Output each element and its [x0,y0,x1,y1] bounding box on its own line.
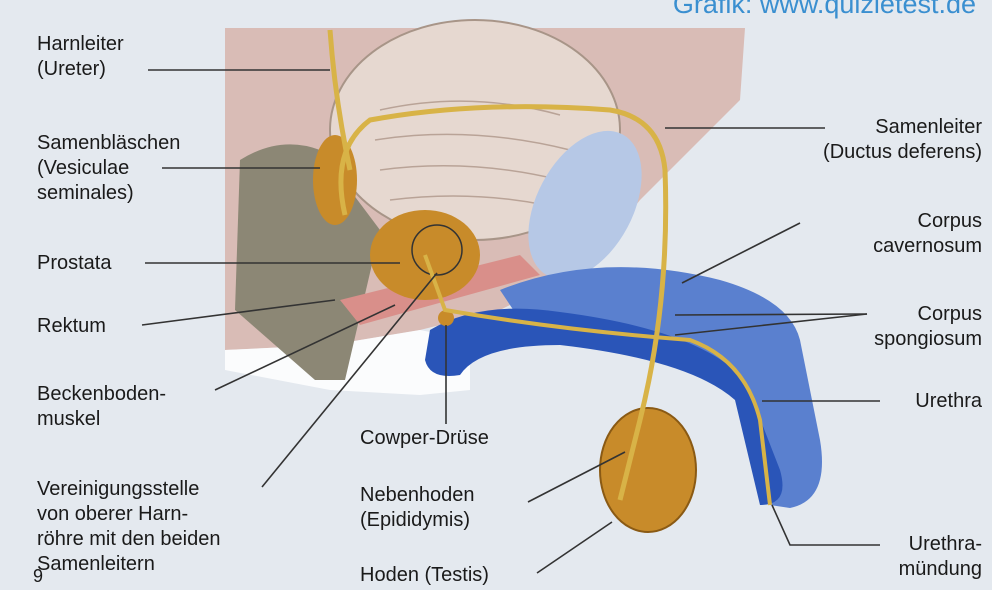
label-line: (Vesiculae [37,156,180,181]
label-rektum: Rektum [37,314,106,339]
label-line: Cowper-Drüse [360,426,489,451]
label-hoden: Hoden (Testis) [360,563,489,588]
image-credit: Grafik: www.quizletest.de [673,0,976,20]
label-line: Hoden (Testis) [360,563,489,588]
leader-hoden [537,522,612,573]
page-number: 9 [33,566,43,587]
label-line: cavernosum [873,234,982,259]
label-line: Vereinigungsstelle [37,477,220,502]
testis [600,408,696,532]
label-line: Samenbläschen [37,131,180,156]
label-line: Harnleiter [37,32,124,57]
seminal-vesicle [313,135,357,225]
label-line: seminales) [37,181,180,206]
label-samenblaeschen: Samenbläschen (Vesiculae seminales) [37,131,180,206]
label-line: Urethra- [899,532,982,557]
label-line: Corpus [873,209,982,234]
label-line: mündung [899,557,982,582]
label-line: (Ductus deferens) [823,140,982,165]
leader-urethramuendung [772,505,880,545]
label-line: Samenleiter [823,115,982,140]
label-cowper: Cowper-Drüse [360,426,489,451]
label-line: Nebenhoden [360,483,475,508]
label-line: Samenleitern [37,552,220,577]
label-corpus-cavernosum: Corpus cavernosum [873,209,982,259]
label-line: Urethra [915,389,982,414]
label-prostata: Prostata [37,251,111,276]
label-line: Rektum [37,314,106,339]
label-line: von oberer Harn- [37,502,220,527]
label-line: Corpus [874,302,982,327]
leader-corpus-spongiosum-a [675,314,867,315]
label-samenleiter: Samenleiter (Ductus deferens) [823,115,982,165]
label-nebenhoden: Nebenhoden (Epididymis) [360,483,475,533]
label-line: spongiosum [874,327,982,352]
label-harnleiter: Harnleiter (Ureter) [37,32,124,82]
label-line: (Epididymis) [360,508,475,533]
label-vereinigung: Vereinigungsstelle von oberer Harn- röhr… [37,477,220,577]
label-urethramuendung: Urethra- mündung [899,532,982,582]
leader-corpus-cavernosum [682,223,800,283]
label-line: (Ureter) [37,57,124,82]
label-corpus-spongiosum: Corpus spongiosum [874,302,982,352]
label-urethra: Urethra [915,389,982,414]
label-line: muskel [37,407,166,432]
label-line: Prostata [37,251,111,276]
label-line: Beckenboden- [37,382,166,407]
label-beckenboden: Beckenboden- muskel [37,382,166,432]
label-line: röhre mit den beiden [37,527,220,552]
